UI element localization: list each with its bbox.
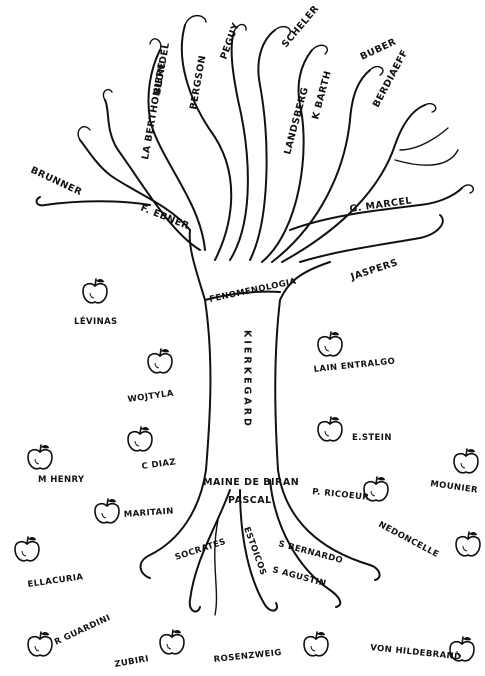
apple-icon (304, 632, 328, 656)
apple-icon (456, 532, 480, 556)
label-pascal: PASCAL (228, 495, 272, 506)
apple-ellacuria: ELLACURIA (15, 537, 84, 590)
label-kierkegard: KIERKEGARD (242, 330, 253, 429)
tree-trunk (190, 230, 330, 470)
apple-icon (28, 632, 52, 656)
apple-icon (95, 499, 119, 523)
label-bergson: BERGSON (188, 54, 208, 110)
apple-label-m-henry: M HENRY (38, 475, 85, 485)
apple-maritain: MARITAIN (95, 499, 174, 523)
apple-label-nedoncelle: NEDONCELLE (377, 520, 441, 560)
apple-icon (160, 630, 184, 654)
apple-von-hildebrand: VON HILDEBRAND (370, 637, 474, 663)
apple-icon (454, 449, 478, 473)
apple-label-von-hildebrand: VON HILDEBRAND (370, 643, 462, 663)
apple-label-rosenzweig: ROSENZWEIG (213, 648, 282, 665)
label-peguy: PEGUY (218, 21, 241, 61)
apple-p-ricoeur: P. RICOEUR (312, 477, 388, 503)
apple-label-levinas: LÉVINAS (74, 315, 118, 327)
apple-icon (148, 349, 172, 373)
apple-label-lain-entralgo: LAIN ENTRALGO (313, 356, 396, 375)
apple-label-maritain: MARITAIN (124, 507, 175, 520)
apple-lain-entralgo: LAIN ENTRALGO (313, 332, 396, 375)
apple-mounier: MOUNIER (430, 449, 479, 496)
apple-icon (28, 445, 52, 469)
apple-nedoncelle: NEDONCELLE (377, 520, 480, 560)
apple-label-c-diaz: C DIAZ (141, 457, 177, 472)
apple-r-guardini: R GUARDINI (28, 613, 112, 656)
apple-e-stein: E.STEIN (318, 417, 392, 443)
apple-levinas: LÉVINAS (74, 279, 118, 327)
apple-label-p-ricoeur: P. RICOEUR (312, 487, 370, 503)
label-maine-de-biran: MAINE DE BIRAN (203, 477, 299, 488)
apple-label-e-stein: E.STEIN (352, 433, 392, 443)
label-s-agustin: S AGUSTIN (271, 565, 327, 589)
label-g-marcel: G. MARCEL (349, 195, 413, 215)
apple-label-wojtyla: WOJTYLA (127, 389, 174, 405)
apple-icon (318, 417, 342, 441)
apple-rosenzweig: ROSENZWEIG (213, 632, 328, 665)
label-k-barth: K BARTH (310, 70, 334, 121)
label-brunner: BRUNNER (29, 165, 84, 198)
label-s-bernardo: S BERNARDO (277, 539, 344, 566)
apple-icon (128, 427, 152, 451)
label-jaspers: JASPERS (349, 257, 400, 283)
apple-label-ellacuria: ELLACURIA (27, 572, 84, 590)
apple-label-zubiri: ZUBIRI (114, 654, 150, 670)
apple-icon (15, 537, 39, 561)
apple-label-r-guardini: R GUARDINI (53, 613, 112, 648)
apple-wojtyla: WOJTYLA (127, 349, 174, 405)
apple-zubiri: ZUBIRI (114, 630, 184, 670)
apple-c-diaz: C DIAZ (128, 427, 177, 472)
apple-icon (318, 332, 342, 356)
apple-m-henry: M HENRY (28, 445, 85, 485)
label-berdiaeff: BERDIAEFF (371, 48, 411, 109)
apple-icon (83, 279, 107, 303)
label-buber: BUBER (359, 36, 399, 62)
apple-label-mounier: MOUNIER (430, 479, 479, 496)
label-landsberg: LANDSBERG (282, 86, 311, 156)
